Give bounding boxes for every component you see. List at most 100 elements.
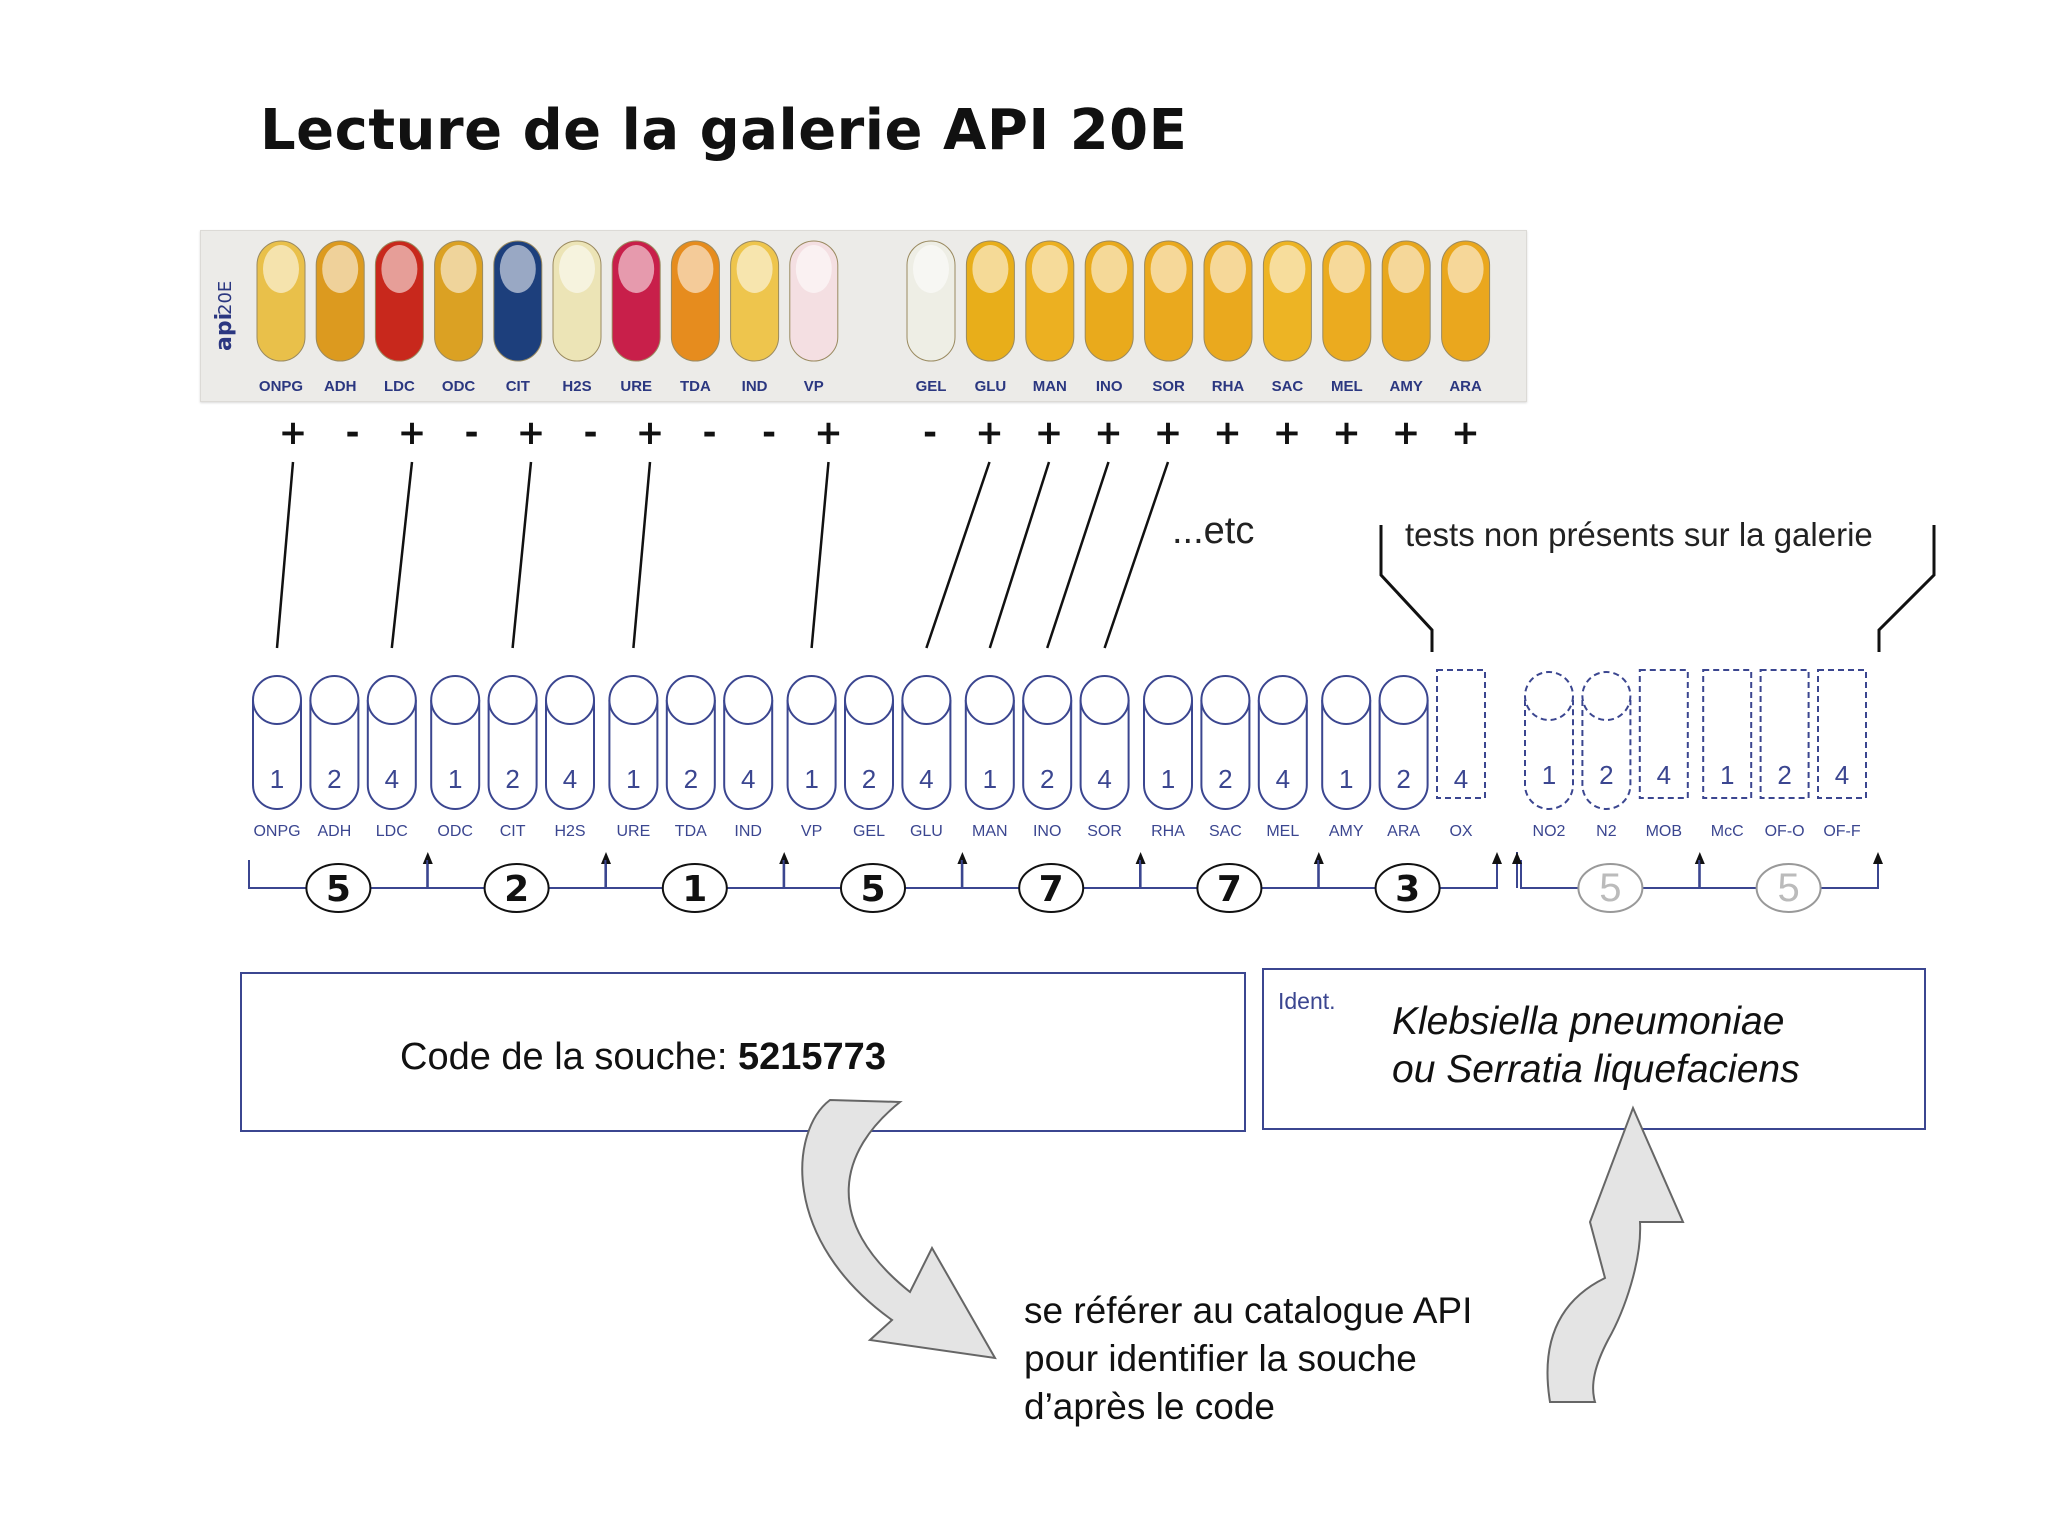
well-number: 1 bbox=[983, 764, 997, 794]
strip-tube: MAN bbox=[1025, 240, 1075, 395]
bracket-arrow bbox=[601, 852, 611, 864]
well-tube bbox=[545, 700, 595, 810]
result-sign: + bbox=[1213, 413, 1242, 453]
well-cupule bbox=[487, 675, 538, 725]
strip-tube: MEL bbox=[1322, 240, 1372, 395]
connector-line bbox=[390, 461, 414, 649]
scheme-wells: 1ONPG2ADH4LDC1ODC2CIT4H2S1URE2TDA4IND1VP… bbox=[252, 669, 1486, 840]
result-sign: + bbox=[1451, 413, 1480, 453]
result-sign: - bbox=[702, 413, 716, 453]
sum-value: 3 bbox=[1395, 869, 1420, 910]
sum-circle bbox=[305, 863, 372, 913]
tube-cupule bbox=[736, 245, 773, 293]
well-tube bbox=[1524, 700, 1574, 810]
strip-label: IND bbox=[742, 378, 768, 395]
well-number: 2 bbox=[1218, 764, 1232, 794]
etc-label: ...etc bbox=[1172, 510, 1255, 552]
strip-label: GEL bbox=[916, 378, 947, 395]
well-number: 2 bbox=[505, 764, 519, 794]
result-sign: + bbox=[975, 413, 1004, 453]
extra-well: 2N2 bbox=[1581, 671, 1632, 840]
bracket-arrow bbox=[1313, 852, 1324, 864]
strip-tube: GLU bbox=[965, 240, 1015, 395]
well-cupule bbox=[1079, 675, 1130, 725]
result-signs: +-+-+-+--+-+++++++++ bbox=[279, 413, 1480, 453]
tube-cupule bbox=[618, 245, 655, 293]
result-sign: + bbox=[1273, 413, 1302, 453]
bracket-right bbox=[1877, 525, 1936, 652]
tube-cupule bbox=[795, 245, 832, 293]
well-number: 4 bbox=[1097, 764, 1111, 794]
well-label: McC bbox=[1711, 823, 1744, 840]
strip-tube: IND bbox=[730, 240, 780, 395]
well-cupule bbox=[309, 675, 360, 725]
strip-label: ADH bbox=[324, 378, 357, 395]
sum-circle bbox=[1577, 863, 1644, 913]
tube-cupule bbox=[1150, 245, 1187, 293]
sum-value: 7 bbox=[1039, 869, 1064, 910]
well-tube bbox=[252, 700, 302, 810]
result-sign: - bbox=[923, 413, 937, 453]
well-tube bbox=[1143, 700, 1193, 810]
tube-cupule bbox=[1210, 245, 1246, 293]
sum-value: 5 bbox=[1599, 866, 1621, 910]
well-tube bbox=[844, 700, 894, 810]
strip-tube: VP bbox=[789, 240, 839, 395]
strip-tube: INO bbox=[1084, 240, 1134, 395]
strip-brand: api 20E bbox=[212, 281, 237, 351]
well-number: 1 bbox=[1161, 764, 1175, 794]
well-tube bbox=[608, 700, 659, 810]
sum-circle bbox=[1196, 863, 1263, 913]
result-sign: - bbox=[762, 413, 776, 453]
well-label: RHA bbox=[1151, 823, 1185, 840]
tube-cupule bbox=[913, 245, 949, 293]
well-number: 1 bbox=[1542, 760, 1556, 790]
strip-tube: TDA bbox=[670, 240, 720, 395]
strip-tube: CIT bbox=[493, 240, 543, 395]
code-label: Code de la souche: bbox=[400, 1036, 728, 1078]
sum-value: 1 bbox=[682, 869, 707, 910]
connector-line bbox=[632, 461, 652, 649]
strip-label: LDC bbox=[384, 378, 415, 395]
result-sign: - bbox=[464, 413, 478, 453]
well-tube bbox=[1200, 700, 1251, 810]
well-number: 4 bbox=[1454, 764, 1468, 794]
connector-line bbox=[925, 461, 991, 649]
well-tube bbox=[430, 700, 481, 810]
connector-line bbox=[810, 461, 830, 649]
well-cupule bbox=[430, 675, 481, 725]
tube-cupule bbox=[1269, 245, 1306, 293]
well-number: 1 bbox=[270, 764, 284, 794]
strip-label: MAN bbox=[1033, 378, 1067, 395]
well-tube bbox=[665, 700, 716, 810]
well-box bbox=[1759, 669, 1810, 799]
well-number: 4 bbox=[385, 764, 399, 794]
well-number: 1 bbox=[1339, 764, 1353, 794]
well-label: ADH bbox=[318, 823, 352, 840]
well-box bbox=[1702, 669, 1753, 799]
well-cupule bbox=[844, 675, 894, 725]
well-tube bbox=[487, 700, 538, 810]
well-tube bbox=[723, 700, 774, 810]
well-cupule bbox=[1143, 675, 1193, 725]
well-tube bbox=[1321, 700, 1372, 810]
well-number: 4 bbox=[1276, 764, 1290, 794]
result-sign: + bbox=[1332, 413, 1361, 453]
strip-tube: URE bbox=[611, 240, 661, 395]
strip-brand-text: api bbox=[212, 313, 237, 351]
group-bracket: 1 bbox=[604, 852, 790, 913]
